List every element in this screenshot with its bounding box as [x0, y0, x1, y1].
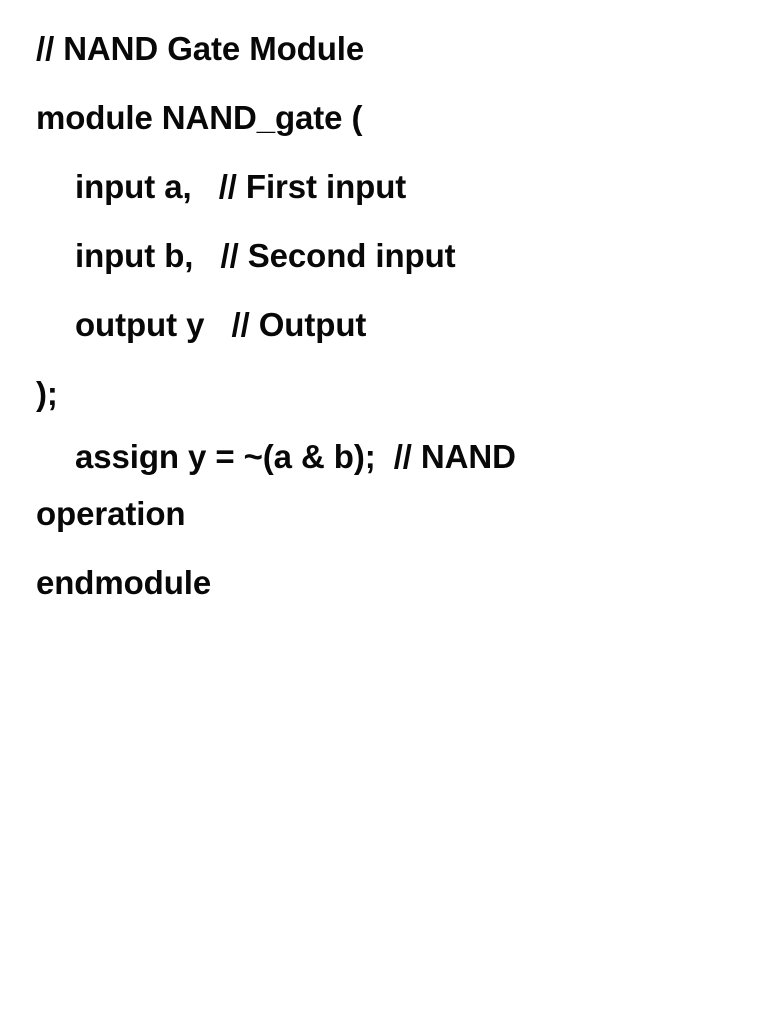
code-line-port-input-b: input b, // Second input: [75, 237, 456, 274]
code-line-module-declaration: module NAND_gate (: [36, 99, 363, 136]
code-line-port-input-a: input a, // First input: [75, 168, 407, 205]
code-line-port-list-close: );: [36, 375, 58, 412]
code-line-port-output-y: output y // Output: [75, 306, 367, 343]
code-line-assign-statement: assign y = ~(a & b); // NAND operation: [36, 438, 525, 532]
code-line-comment-header: // NAND Gate Module: [36, 30, 365, 67]
code-line-endmodule-keyword: endmodule: [36, 564, 212, 601]
verilog-code-block: // NAND Gate Module module NAND_gate ( i…: [36, 14, 738, 623]
